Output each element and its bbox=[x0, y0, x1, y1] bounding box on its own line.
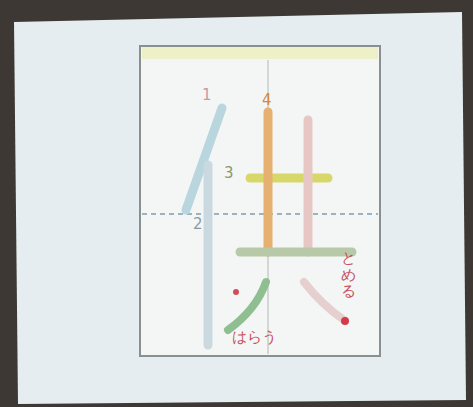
stroke-start-dot bbox=[233, 289, 239, 295]
stroke-note: はらう bbox=[232, 330, 277, 345]
stroke-number: 1 bbox=[202, 88, 212, 103]
stroke-note: とめる bbox=[341, 250, 356, 300]
stroke-7 bbox=[228, 282, 266, 330]
stroke-8 bbox=[304, 282, 344, 320]
stroke-3 bbox=[250, 174, 328, 183]
stroke-6 bbox=[240, 248, 352, 257]
writing-frame bbox=[140, 46, 380, 356]
guide-line bbox=[142, 213, 378, 215]
stroke-number: 4 bbox=[262, 93, 272, 108]
stop-dot bbox=[341, 317, 349, 325]
stroke-2 bbox=[204, 165, 213, 345]
projection-screen bbox=[14, 12, 466, 404]
stroke-number: 3 bbox=[224, 166, 234, 181]
stroke-5 bbox=[304, 120, 313, 252]
stroke-4 bbox=[264, 112, 273, 252]
stroke-number: 2 bbox=[193, 217, 203, 232]
top-band bbox=[142, 47, 378, 59]
